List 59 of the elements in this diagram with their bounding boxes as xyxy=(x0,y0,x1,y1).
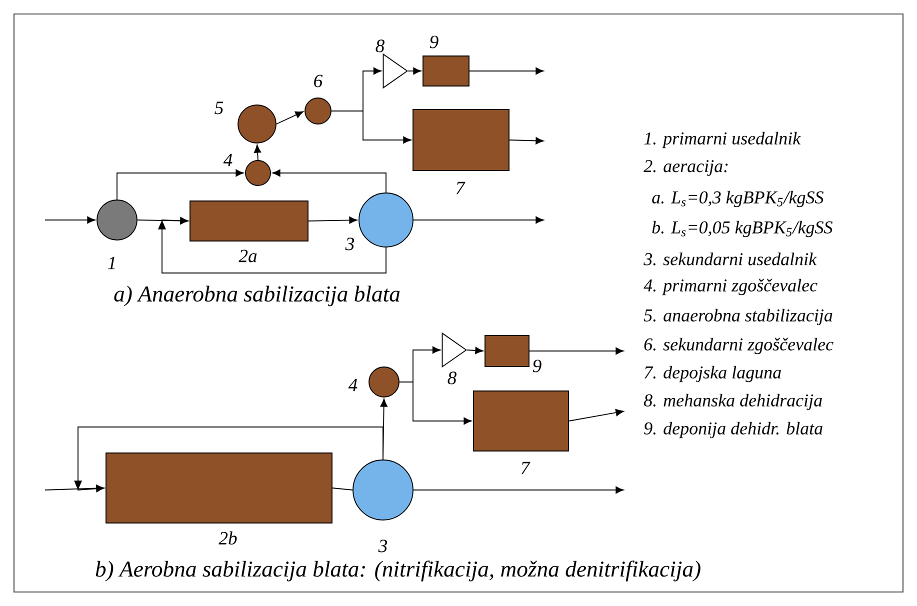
part-number: 3 xyxy=(378,540,388,552)
part-number: 4 xyxy=(223,154,232,166)
circle-tank xyxy=(304,98,332,124)
tank-box xyxy=(473,390,569,452)
key-entry: 6. sekundarni zgoščevalec xyxy=(644,338,834,354)
tank-box xyxy=(422,56,470,86)
arrow xyxy=(331,110,412,144)
arrow xyxy=(44,216,96,224)
arrow xyxy=(466,346,484,354)
part-number: 1 xyxy=(108,256,115,270)
arrow xyxy=(116,169,244,200)
key-entry: 7. depojska laguna xyxy=(644,366,781,382)
arrow xyxy=(399,382,472,425)
circle-tank xyxy=(96,200,138,240)
key-entry: 1. primarni usedalnik xyxy=(644,132,801,148)
part-number: 2a xyxy=(238,250,257,262)
part-number: 3 xyxy=(345,238,354,250)
tank-box xyxy=(106,452,332,524)
part-number: 9 xyxy=(430,36,438,48)
circle-tank xyxy=(358,192,414,248)
arrow xyxy=(568,409,624,422)
caption: a) Anaerobna sabilizacija blata xyxy=(114,286,400,306)
arrow xyxy=(272,169,386,193)
part-number: 8 xyxy=(448,372,456,384)
part-number: 7 xyxy=(456,182,466,194)
arrow xyxy=(308,216,358,224)
key-entry: 9. deponija dehidr. blata xyxy=(644,422,822,438)
tank-box xyxy=(190,200,308,242)
arrow xyxy=(158,217,386,274)
key-entry: 2. aeracija: xyxy=(644,160,728,176)
part-number: 9 xyxy=(532,360,542,372)
part-number: 2b xyxy=(218,531,237,545)
part-number: 8 xyxy=(376,40,384,52)
arrow xyxy=(408,67,422,75)
circle-tank xyxy=(352,460,414,520)
key-entry: 3. sekundarni usedalnik xyxy=(644,252,817,266)
arrow xyxy=(74,426,384,492)
arrow xyxy=(254,144,262,160)
circle-tank xyxy=(245,160,271,186)
circle-tank xyxy=(368,366,400,398)
key-entry: 5. anaerobna stabilizacija xyxy=(644,308,832,326)
key-entry: b. L$_{s}$=0,05 kgBPK$_{5}$/kgSS xyxy=(652,220,832,238)
tank-box xyxy=(484,335,530,367)
part-number: 7 xyxy=(521,462,530,474)
part-number: 4 xyxy=(348,378,358,392)
tank-box xyxy=(412,109,510,171)
arrow xyxy=(276,111,304,124)
arrow xyxy=(469,67,544,75)
key-entry: a. L$_{s}$=0,3 kgBPK$_{5}$/kgSS xyxy=(652,190,824,208)
arrow xyxy=(529,347,624,355)
part-number: 5 xyxy=(214,102,224,114)
circle-tank xyxy=(238,104,276,144)
part-number: 6 xyxy=(314,74,323,88)
arrow xyxy=(509,137,544,144)
key-entry: 4. primarni zgoščevalec xyxy=(644,278,818,296)
caption: b) Aerobna sabilizacija blata: (nitrifikacija, možna denitrifikacija) xyxy=(96,560,700,582)
arrow xyxy=(413,486,624,494)
key-entry: 8. mehanska dehidracija xyxy=(644,394,822,410)
arrow xyxy=(413,216,544,224)
